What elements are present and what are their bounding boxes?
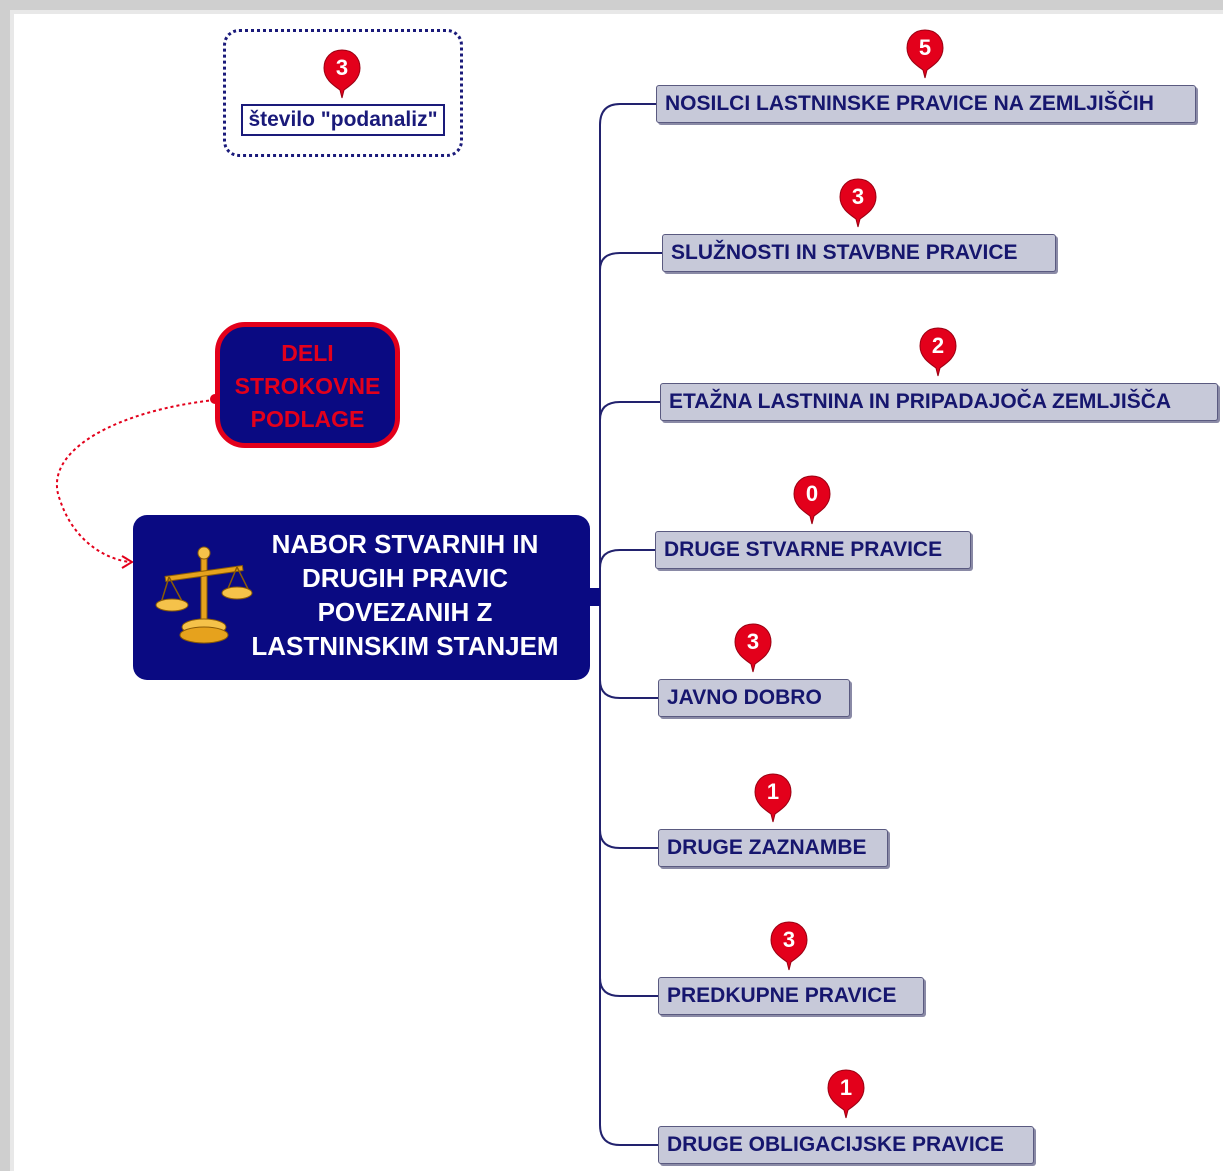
topic-pin-4: 0 bbox=[792, 474, 832, 526]
topic-pin-8: 1 bbox=[826, 1068, 866, 1120]
frame-top-border bbox=[0, 0, 1223, 10]
pin-marker-icon bbox=[839, 178, 877, 228]
topic-druge-stvarne-pravice[interactable]: DRUGE STVARNE PRAVICE bbox=[655, 531, 971, 569]
pin-marker-icon bbox=[770, 921, 808, 971]
trunk-connector bbox=[588, 588, 600, 606]
pin-marker-icon bbox=[734, 623, 772, 673]
pin-marker-icon bbox=[906, 29, 944, 79]
legend-box bbox=[223, 29, 463, 157]
topic-druge-zaznambe[interactable]: DRUGE ZAZNAMBE bbox=[658, 829, 888, 867]
topic-javno-dobro[interactable]: JAVNO DOBRO bbox=[658, 679, 850, 717]
pin-marker-icon bbox=[827, 1069, 865, 1119]
topic-count: 1 bbox=[839, 1075, 853, 1100]
topic-count: 5 bbox=[918, 35, 932, 60]
topic-pin-1: 5 bbox=[905, 28, 945, 80]
topic-sluznosti[interactable]: SLUŽNOSTI IN STAVBNE PRAVICE bbox=[662, 234, 1056, 272]
frame-left-border bbox=[0, 0, 10, 1171]
topic-etazna-lastnina[interactable]: ETAŽNA LASTNINA IN PRIPADAJOČA ZEMLJIŠČA bbox=[660, 383, 1218, 421]
topic-pin-6: 1 bbox=[753, 772, 793, 824]
relationship-arrowhead bbox=[121, 555, 134, 569]
side-node[interactable] bbox=[215, 322, 400, 448]
relationship-line bbox=[56, 399, 216, 563]
legend-label: število "podanaliz" bbox=[241, 104, 445, 136]
topic-pin-2: 3 bbox=[838, 177, 878, 229]
pin-marker-icon bbox=[323, 49, 361, 99]
trunk-line bbox=[599, 103, 658, 590]
topic-druge-obligacijske-pravice[interactable]: DRUGE OBLIGACIJSKE PRAVICE bbox=[658, 1126, 1034, 1164]
legend-pin-value: 3 bbox=[335, 55, 349, 80]
branch-line-2 bbox=[599, 252, 662, 271]
topic-pin-7: 3 bbox=[769, 920, 809, 972]
frame-inner-left bbox=[10, 10, 14, 1171]
frame-inner-top bbox=[10, 10, 1223, 14]
pin-marker-icon bbox=[754, 773, 792, 823]
topic-predkupne-pravice[interactable]: PREDKUPNE PRAVICE bbox=[658, 977, 924, 1015]
topic-count: 3 bbox=[746, 629, 760, 654]
scales-icon bbox=[155, 546, 253, 644]
side-node-text: DELI STROKOVNE PODLAGE bbox=[234, 340, 381, 432]
branch-line-6 bbox=[599, 829, 658, 849]
topic-count: 2 bbox=[931, 333, 945, 358]
central-node-text: NABOR STVARNIH IN DRUGIH PRAVIC POVEZANI… bbox=[251, 529, 559, 661]
topic-count: 0 bbox=[805, 481, 819, 506]
topic-count: 3 bbox=[851, 184, 865, 209]
topic-pin-3: 2 bbox=[918, 326, 958, 378]
trunk-line-lower bbox=[599, 590, 658, 1146]
branch-line-5 bbox=[599, 679, 658, 699]
central-node[interactable] bbox=[133, 515, 590, 680]
branch-line-3 bbox=[599, 401, 660, 421]
legend-pin: 3 bbox=[322, 48, 362, 100]
topic-count: 1 bbox=[766, 779, 780, 804]
branch-line-4 bbox=[599, 549, 655, 569]
pin-marker-icon bbox=[919, 327, 957, 377]
topic-count: 3 bbox=[782, 927, 796, 952]
pin-marker-icon bbox=[793, 475, 831, 525]
topic-pin-5: 3 bbox=[733, 622, 773, 674]
topic-nosilci-lastninske-pravice[interactable]: NOSILCI LASTNINSKE PRAVICE NA ZEMLJIŠČIH bbox=[656, 85, 1196, 123]
branch-line-7 bbox=[599, 977, 658, 997]
